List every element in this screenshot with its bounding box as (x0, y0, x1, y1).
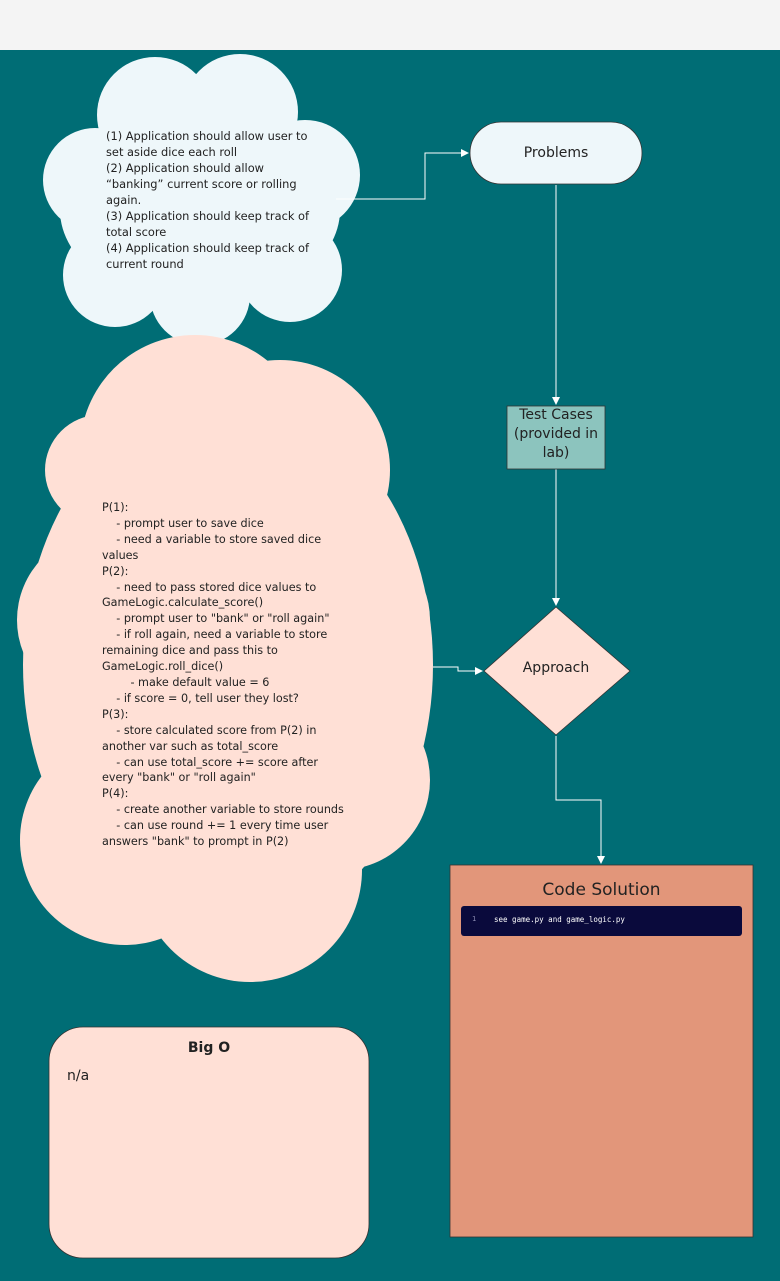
big-o-title: Big O (187, 1040, 231, 1056)
code-line: see game.py and game_logic.py (494, 915, 625, 924)
approach-notes-text: P(1): - prompt user to save dice - need … (102, 501, 344, 849)
approach-notes-cloud[interactable] (17, 335, 433, 982)
top-bar (0, 0, 780, 50)
code-block[interactable] (461, 906, 742, 936)
problems-label: Problems (523, 145, 589, 161)
code-solution-title: Code Solution (542, 880, 661, 900)
connector-approach-to-code-solution[interactable] (555, 736, 605, 864)
big-o-body: n/a (67, 1068, 90, 1084)
problems-node[interactable] (469, 121, 643, 185)
requirements-cloud[interactable] (43, 54, 360, 345)
connector-notes-to-approach[interactable] (433, 666, 483, 675)
code-line-number: 1 (472, 915, 477, 923)
test-cases-node[interactable] (506, 405, 606, 470)
connector-requirements-to-problems[interactable] (336, 149, 469, 200)
approach-label: Approach (522, 660, 590, 676)
big-o-panel[interactable] (48, 1026, 370, 1259)
test-cases-label: Test Cases (provided in lab) (513, 407, 599, 461)
requirements-text: (1) Application should allow user to set… (106, 129, 310, 271)
approach-node[interactable] (483, 606, 631, 736)
